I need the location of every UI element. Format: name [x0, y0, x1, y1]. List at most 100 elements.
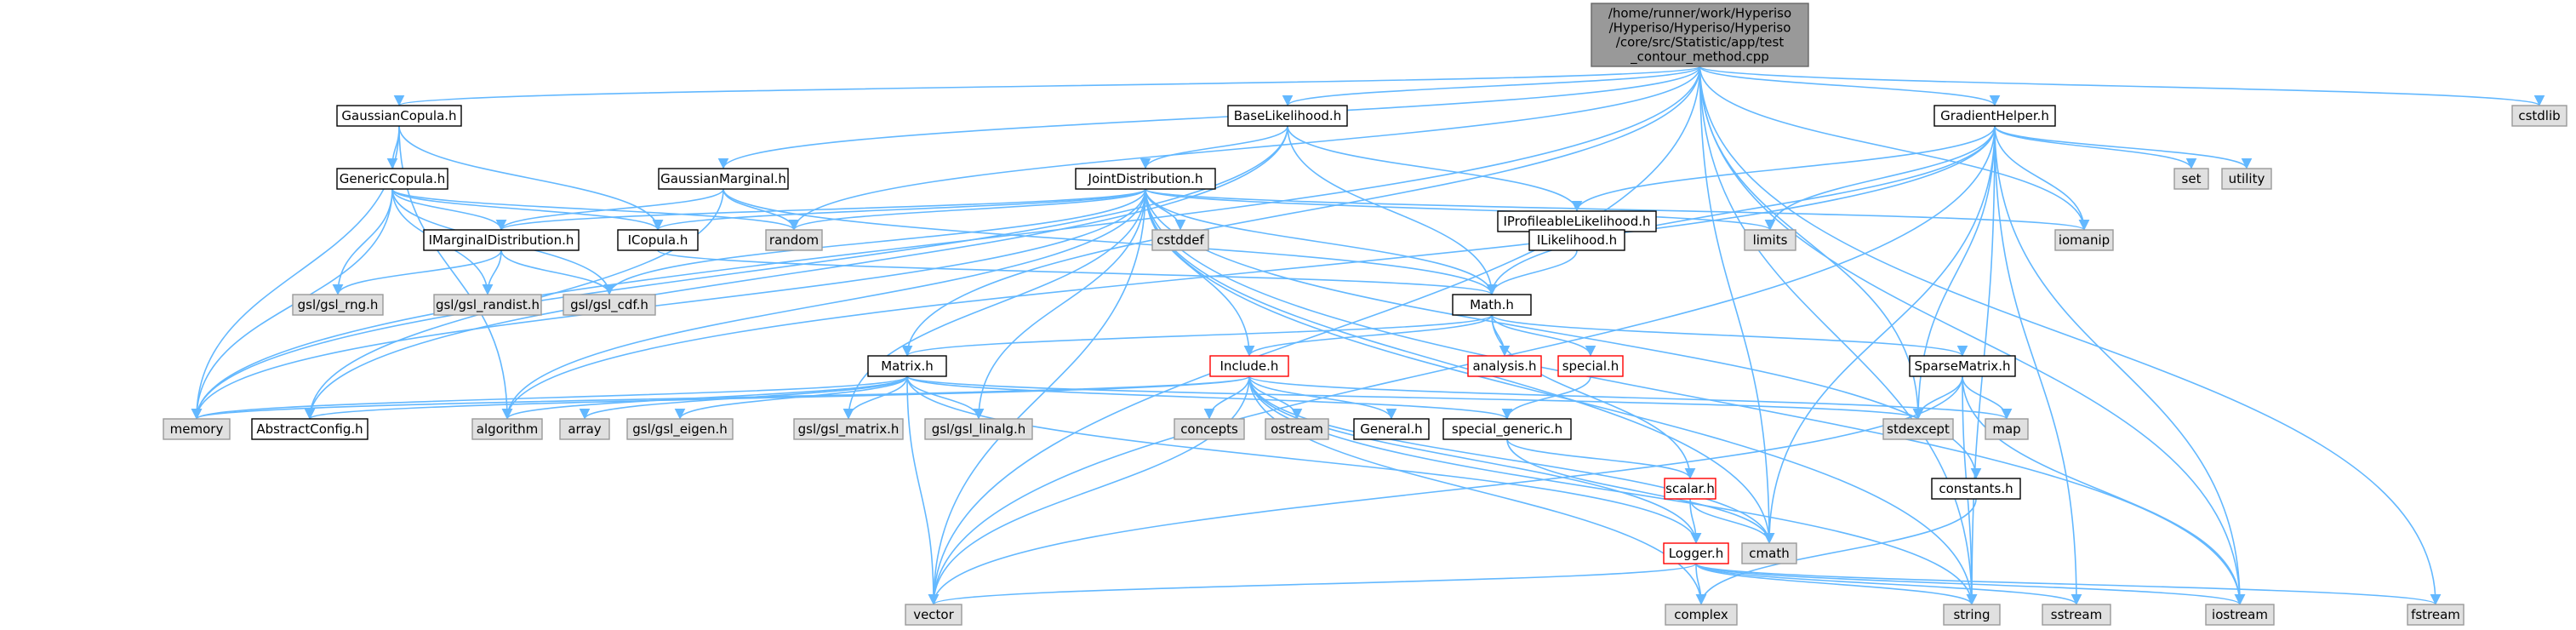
node-special-generic[interactable]: special_generic.h — [1442, 418, 1572, 440]
node-map: map — [1985, 418, 2029, 440]
node-label: cmath — [1749, 546, 1789, 561]
node-label: special.h — [1562, 358, 1619, 374]
edge-baselikelihood-to-memory — [191, 125, 1288, 420]
node-iprofileablelikelihood[interactable]: IProfileableLikelihood.h — [1497, 210, 1657, 232]
node-box — [1353, 418, 1430, 440]
edge-jointdistribution-to-gsl_matrix — [842, 188, 1146, 420]
edge-sparsematrix-to-vector — [928, 375, 1963, 605]
node-set: set — [2173, 168, 2209, 190]
node-label: set — [2182, 171, 2202, 186]
node-gsl-rng: gsl/gsl_rng.h — [292, 294, 384, 316]
edge-jointdistribution-to-algorithm — [501, 188, 1146, 420]
node-label: GradientHelper.h — [1940, 108, 2049, 123]
edge-gaussianmarginal-to-math — [723, 188, 1498, 295]
node-box — [559, 418, 610, 440]
edge-root-to-cstdlib — [1699, 66, 2545, 106]
edge-gradienthelper-to-iostream — [1994, 125, 2246, 605]
node-matrix[interactable]: Matrix.h — [867, 355, 947, 377]
node-label: utility — [2229, 171, 2265, 186]
node-cmath: cmath — [1741, 542, 1797, 564]
node-box — [1663, 542, 1729, 564]
node-jointdistribution[interactable]: JointDistribution.h — [1075, 168, 1216, 190]
node-box — [1467, 355, 1542, 377]
node-stdexcept: stdexcept — [1882, 418, 1954, 440]
node-abstractconfig[interactable]: AbstractConfig.h — [251, 418, 368, 440]
node-general[interactable]: General.h — [1353, 418, 1430, 440]
node-box — [2511, 105, 2567, 127]
edge-root-to-vector — [928, 66, 1701, 605]
node-limits: limits — [1744, 229, 1796, 251]
node-box — [1665, 604, 1738, 626]
node-vector: vector — [905, 604, 962, 626]
node-special[interactable]: special.h — [1557, 355, 1624, 377]
edge-gradienthelper-to-iprofileablelikelihood — [1571, 125, 1996, 212]
edge-jointdistribution-to-limits — [1145, 188, 1776, 231]
node-box — [1557, 355, 1624, 377]
node-analysis[interactable]: analysis.h — [1467, 355, 1542, 377]
node-label: limits — [1753, 232, 1788, 248]
node-icopula[interactable]: ICopula.h — [617, 229, 699, 251]
edge-root-to-fstream — [1699, 66, 2442, 605]
edge-math-to-include — [1243, 314, 1493, 357]
node-ilikelihood[interactable]: ILikelihood.h — [1528, 229, 1625, 251]
node-box — [1497, 210, 1657, 232]
node-box — [336, 105, 462, 127]
node-label: IMarginalDistribution.h — [429, 232, 574, 248]
edge-include-to-concepts — [1203, 375, 1250, 420]
node-label: GaussianCopula.h — [341, 108, 456, 123]
edge-logger-to-fstream — [1695, 563, 2441, 605]
node-box — [163, 418, 231, 440]
node-root[interactable]: /home/runner/work/Hyperiso/Hyperiso/Hype… — [1591, 3, 1809, 67]
node-label: scalar.h — [1665, 481, 1715, 496]
node-gaussiancopula[interactable]: GaussianCopula.h — [336, 105, 462, 127]
node-box — [765, 229, 823, 251]
edge-icopula-to-math — [657, 249, 1497, 295]
node-math[interactable]: Math.h — [1452, 294, 1532, 316]
node-label: GaussianMarginal.h — [660, 171, 786, 186]
node-box — [1591, 3, 1809, 67]
node-box — [1943, 604, 2001, 626]
node-gradienthelper[interactable]: GradientHelper.h — [1933, 105, 2056, 127]
node-label: array — [568, 421, 601, 437]
node-box — [626, 418, 734, 440]
node-label: complex — [1674, 607, 1728, 622]
edge-gradienthelper-to-vector — [928, 125, 1996, 605]
edge-logger-to-iostream — [1695, 563, 2246, 605]
node-label: stdexcept — [1887, 421, 1950, 437]
node-include[interactable]: Include.h — [1209, 355, 1289, 377]
node-gaussianmarginal[interactable]: GaussianMarginal.h — [658, 168, 789, 190]
node-box — [563, 294, 656, 316]
edge-root-to-matrix — [901, 66, 1701, 357]
node-box — [1985, 418, 2029, 440]
edge-include-to-cmath — [1248, 375, 1775, 544]
node-constants[interactable]: constants.h — [1931, 478, 2021, 500]
edge-scalar-to-cmath — [1689, 498, 1775, 544]
edge-root-to-random — [788, 66, 1701, 231]
node-box — [1075, 168, 1216, 190]
edge-matrix-to-gsl_linalg — [906, 375, 985, 420]
node-box — [292, 294, 384, 316]
node-label: gsl/gsl_eigen.h — [632, 421, 728, 438]
edge-special_generic-to-scalar — [1506, 438, 1696, 479]
edge-math-to-analysis — [1491, 314, 1511, 357]
edge-genericcopula-to-icopula — [391, 188, 664, 231]
node-gsl-eigen: gsl/gsl_eigen.h — [626, 418, 734, 440]
node-label: cstddef — [1157, 232, 1204, 248]
node-logger[interactable]: Logger.h — [1663, 542, 1729, 564]
edge-matrix-to-logger — [906, 375, 1702, 544]
node-label: gsl/gsl_randist.h — [436, 297, 540, 313]
node-genericcopula[interactable]: GenericCopula.h — [336, 168, 448, 190]
node-box — [1741, 542, 1797, 564]
node-label: _contour_method.cpp — [1630, 49, 1769, 66]
node-gsl-randist: gsl/gsl_randist.h — [433, 294, 542, 316]
node-sparsematrix[interactable]: SparseMatrix.h — [1909, 355, 2016, 377]
node-label: /home/runner/work/Hyperiso — [1608, 6, 1791, 21]
edge-jointdistribution-to-iostream — [1145, 188, 2246, 605]
node-complex: complex — [1665, 604, 1738, 626]
node-imarginaldistribution[interactable]: IMarginalDistribution.h — [423, 229, 580, 251]
node-scalar[interactable]: scalar.h — [1664, 478, 1716, 500]
node-baselikelihood[interactable]: BaseLikelihood.h — [1227, 105, 1348, 127]
edge-matrix-to-gsl_matrix — [842, 375, 908, 420]
edge-gradienthelper-to-cmath — [1763, 125, 1996, 544]
edge-baselikelihood-to-jointdistribution — [1139, 125, 1288, 169]
